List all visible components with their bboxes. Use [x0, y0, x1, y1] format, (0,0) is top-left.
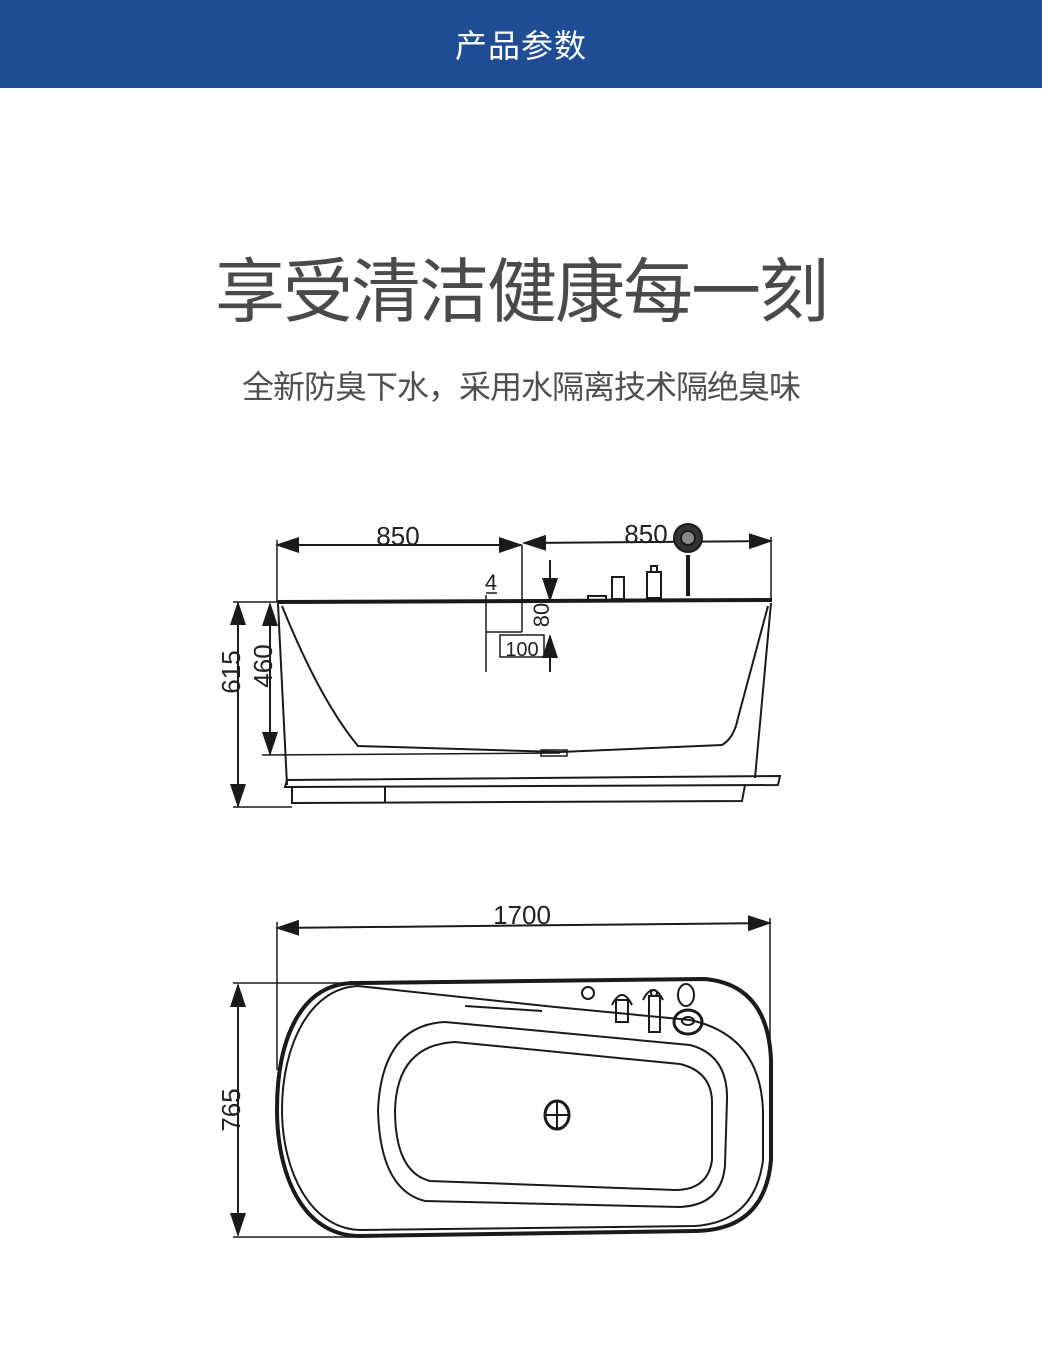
dim-drain-height: 80 [529, 603, 554, 627]
dim-width-right: 850 [624, 519, 667, 549]
dim-length: 1700 [493, 900, 551, 930]
side-view-drawing [230, 523, 782, 808]
dim-drain-width: 100 [505, 639, 538, 661]
headline: 享受清洁健康每一刻 [215, 251, 829, 333]
dim-drain-offset: 4 [485, 570, 497, 595]
dim-width-left: 850 [376, 521, 419, 551]
header-title: 产品参数 [454, 27, 587, 65]
dim-width: 765 [216, 1088, 246, 1131]
header-bar: 产品参数 [0, 0, 1042, 88]
top-view-drawing [230, 915, 773, 1239]
dim-total-height: 615 [216, 650, 246, 693]
dim-inner-depth: 460 [248, 644, 278, 687]
subheadline: 全新防臭下水，采用水隔离技术隔绝臭味 [241, 368, 801, 406]
